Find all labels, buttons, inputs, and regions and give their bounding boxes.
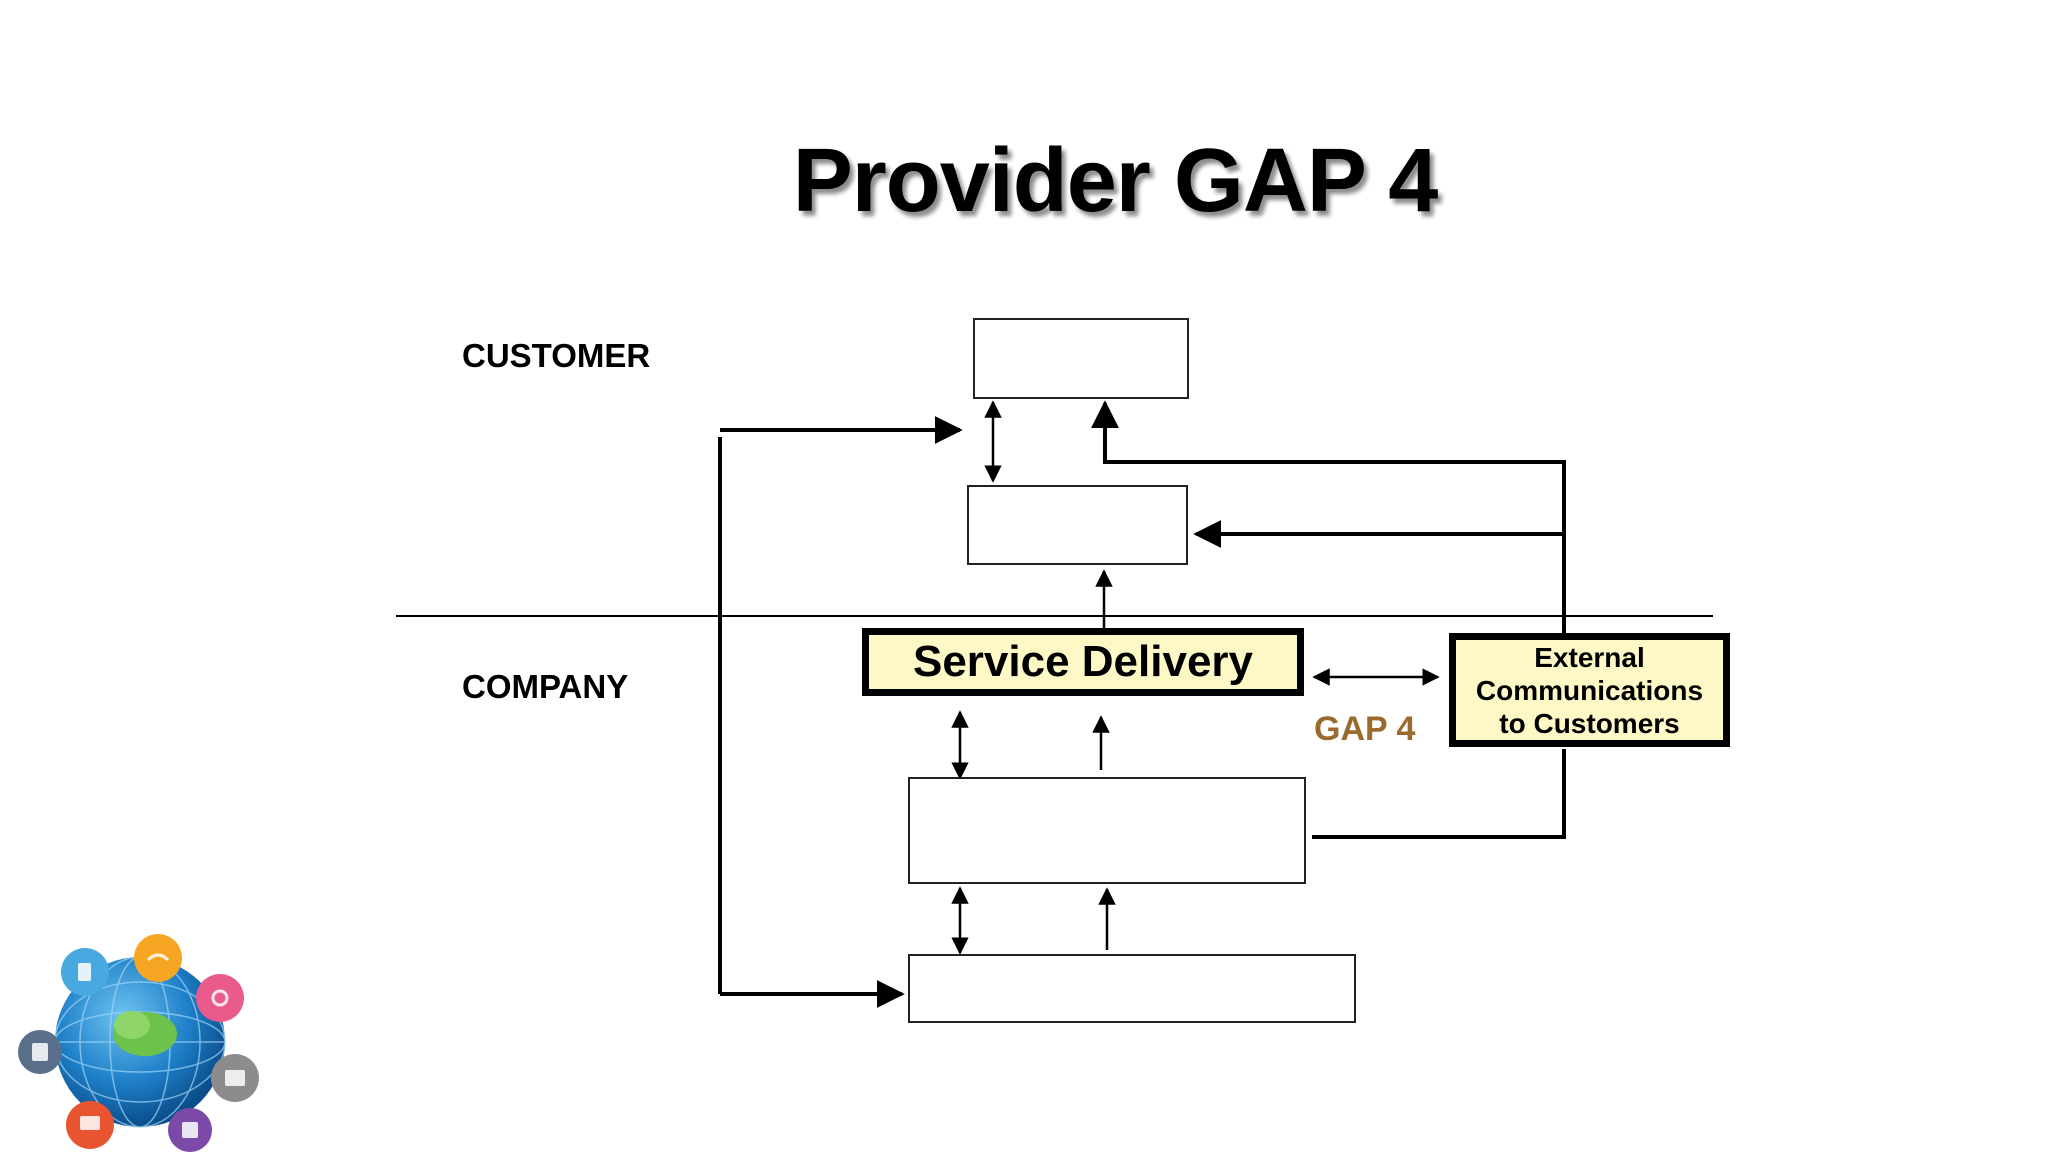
standards-to-comms-path — [1312, 749, 1566, 839]
slide-title: Provider GAP 4 — [792, 131, 1439, 231]
company-perceptions-box — [908, 954, 1356, 1023]
perceived-service-box — [967, 485, 1188, 565]
company-zone-label: COMPANY — [462, 668, 629, 705]
service-delivery-box: Service Delivery — [862, 628, 1304, 696]
globe-logo-icon — [18, 934, 259, 1152]
gap-4-label: GAP 4 — [1314, 710, 1416, 748]
customer-zone-label: CUSTOMER — [462, 337, 651, 374]
external-communications-box: External Communications to Customers — [1449, 633, 1730, 747]
expected-service-box — [973, 318, 1189, 399]
comms-to-expected-path — [1091, 400, 1566, 633]
service-standards-box — [908, 777, 1306, 884]
